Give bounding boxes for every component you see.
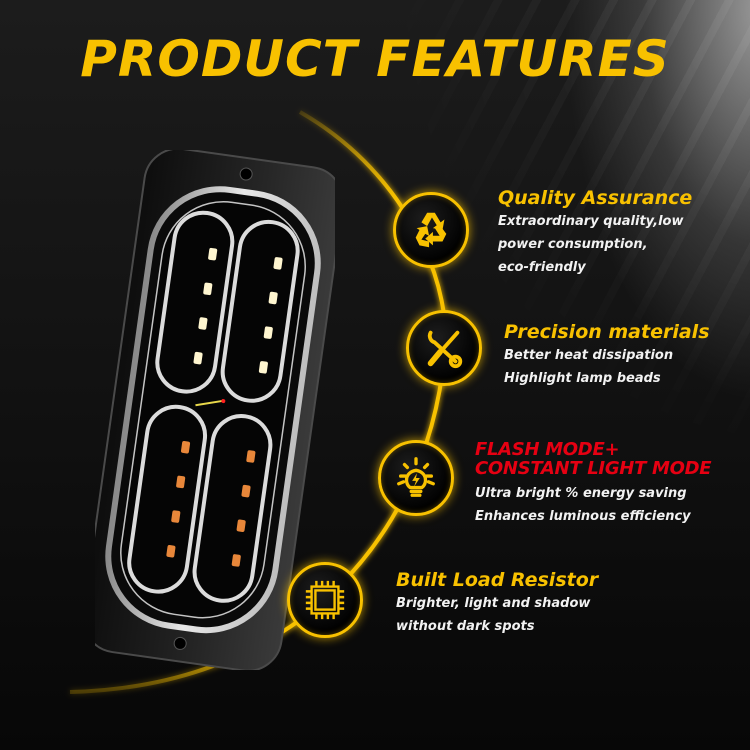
feature-desc-line: power consumption, — [498, 237, 648, 252]
page-title: PRODUCT FEATURES — [80, 30, 670, 88]
feature-icon-quality — [393, 192, 469, 268]
led-lamp-image — [95, 150, 335, 670]
feature-desc-line: Better heat dissipation — [504, 348, 674, 363]
feature-quality-assurance: Quality Assurance Extraordinary quality,… — [498, 186, 692, 279]
feature-desc-line: without dark spots — [396, 619, 535, 634]
lightbulb-bolt-icon — [397, 457, 435, 497]
wrench-screwdriver-icon — [427, 330, 463, 369]
feature-title: Precision materials — [504, 321, 710, 343]
feature-icon-flash-mode — [378, 440, 454, 516]
recycle-icon — [415, 212, 447, 248]
feature-desc-line: Ultra bright % energy saving — [475, 486, 687, 501]
feature-icon-load-resistor — [287, 562, 363, 638]
feature-title-line: CONSTANT LIGHT MODE — [475, 458, 712, 479]
feature-icon-precision — [406, 310, 482, 386]
feature-title: Built Load Resistor — [396, 569, 599, 591]
feature-title-line: FLASH MODE+ — [475, 439, 620, 460]
feature-desc-line: Extraordinary quality,low — [498, 214, 684, 229]
feature-built-load-resistor: Built Load Resistor Brighter, light and … — [396, 568, 598, 638]
feature-desc-line: eco-friendly — [498, 260, 586, 275]
feature-desc-line: Brighter, light and shadow — [396, 596, 591, 611]
feature-title: Quality Assurance — [498, 187, 693, 209]
feature-desc-line: Highlight lamp beads — [504, 371, 661, 386]
chip-icon — [305, 580, 345, 620]
feature-flash-mode: FLASH MODE+ CONSTANT LIGHT MODE Ultra br… — [475, 439, 712, 528]
feature-precision-materials: Precision materials Better heat dissipat… — [504, 320, 710, 390]
feature-desc-line: Enhances luminous efficiency — [475, 509, 691, 524]
